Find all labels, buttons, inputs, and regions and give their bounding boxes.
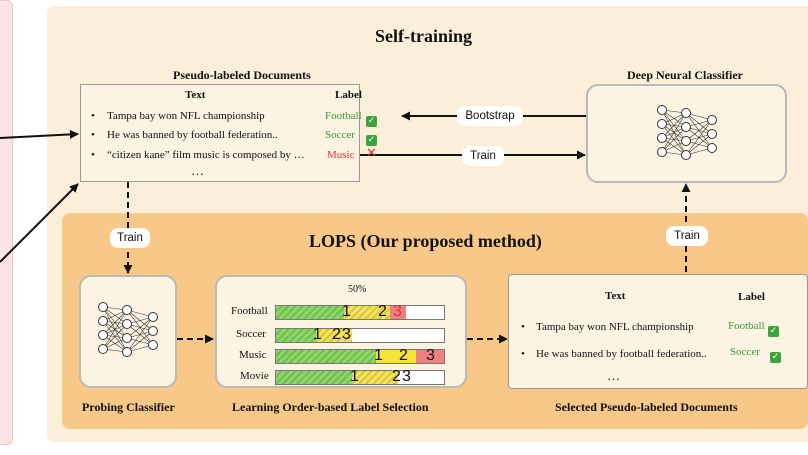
- bar-segment-learned: [276, 329, 316, 342]
- learning-order-caption: Learning Order-based Label Selection: [232, 400, 429, 414]
- pseudo-docs-col-text: Text: [185, 89, 206, 101]
- order-mark: 2: [332, 326, 341, 343]
- bar-segment-partial: [316, 329, 352, 342]
- cross-mark-icon: ✕: [366, 146, 377, 161]
- bootstrap-label: Bootstrap: [457, 106, 523, 126]
- order-mark: 1: [342, 303, 351, 320]
- probing-classifier-box: [79, 275, 177, 388]
- train-label-down: Train: [110, 228, 150, 248]
- bar-segment-partial: [352, 371, 398, 384]
- order-mark: 3: [342, 326, 351, 343]
- deep-classifier-heading: Deep Neural Classifier: [627, 68, 743, 82]
- train-label-up: Train: [666, 226, 708, 246]
- probing-classifier-caption: Probing Classifier: [82, 400, 175, 414]
- pseudo-docs-ellipsis: …: [191, 163, 204, 178]
- pseudo-docs-heading: Pseudo-labeled Documents: [173, 68, 311, 82]
- order-bar-soccer: 1 2 3: [275, 326, 445, 343]
- order-mark: 1: [374, 347, 383, 364]
- selected-docs-box: Text Label • Tampa bay won NFL champions…: [508, 274, 808, 389]
- bar-segment-late: [390, 306, 406, 319]
- self-training-title: Self-training: [375, 26, 472, 46]
- check-mark-icon: ✓: [770, 351, 781, 363]
- bar-segment-partial: [376, 350, 416, 363]
- selected-doc-bullet: •: [521, 321, 525, 333]
- order-row-label-soccer: Soccer: [236, 328, 266, 340]
- lops-title: LOPS (Our proposed method): [309, 231, 542, 251]
- bar-segment-learned: [276, 371, 352, 384]
- order-mark: 2: [392, 368, 401, 385]
- order-row-label-football: Football: [231, 305, 268, 317]
- pseudo-doc-bullet: •: [91, 110, 95, 122]
- pseudo-doc-label-1: Football: [325, 110, 362, 122]
- left-context-panel: [0, 0, 13, 445]
- bar-segment-late: [416, 350, 444, 363]
- pseudo-docs-box: Text Label • Tampa bay won NFL champions…: [80, 84, 377, 182]
- check-mark-icon: ✓: [366, 115, 377, 127]
- selected-doc-label-2: Soccer: [730, 346, 760, 358]
- order-row-label-music: Music: [239, 349, 267, 361]
- order-row-label-movie: Movie: [240, 370, 269, 382]
- order-mark: 3: [402, 368, 411, 385]
- threshold-label: 50%: [348, 284, 367, 295]
- train-label-right: Train: [462, 146, 504, 166]
- pseudo-doc-label-3: Music: [327, 149, 355, 161]
- selected-doc-text-2: He was banned by football federation..: [536, 348, 707, 360]
- selected-docs-ellipsis: …: [607, 368, 620, 383]
- selected-doc-label-1: Football: [728, 320, 765, 332]
- selected-doc-bullet: •: [521, 348, 525, 360]
- bar-segment-learned: [276, 306, 344, 319]
- bar-segment-learned: [276, 350, 376, 363]
- order-mark: 2: [378, 303, 387, 320]
- pseudo-doc-bullet: •: [91, 129, 95, 141]
- selected-docs-col-text: Text: [605, 290, 626, 302]
- order-mark: 1: [350, 368, 359, 385]
- selected-docs-col-label: Label: [738, 291, 765, 303]
- order-bar-music: 1 2 3: [275, 347, 445, 364]
- check-mark-icon: ✓: [768, 325, 779, 337]
- incoming-arrow-1: [0, 129, 79, 139]
- pseudo-doc-bullet: •: [91, 149, 95, 161]
- order-mark: 1: [313, 326, 322, 343]
- order-mark: 2: [399, 347, 408, 364]
- order-mark: 3: [426, 347, 435, 364]
- pseudo-doc-label-2: Soccer: [325, 129, 355, 141]
- pseudo-doc-text-1: Tampa bay won NFL championship: [107, 110, 265, 122]
- pseudo-doc-text-2: He was banned by football federation..: [107, 129, 278, 141]
- incoming-arrow-2: [0, 183, 79, 263]
- neural-network-icon: [98, 302, 158, 357]
- deep-classifier-box: [586, 84, 787, 183]
- bar-segment-partial: [344, 306, 390, 319]
- order-bar-movie: 1 2 3: [275, 368, 445, 385]
- order-bar-football: 1 2 3: [275, 303, 445, 320]
- selected-doc-text-1: Tampa bay won NFL championship: [536, 321, 694, 333]
- pseudo-docs-col-label: Label: [335, 89, 362, 101]
- order-mark: 3: [393, 303, 402, 320]
- neural-network-icon: [657, 105, 717, 160]
- selected-docs-caption: Selected Pseudo-labeled Documents: [555, 400, 738, 414]
- pseudo-doc-text-3: “citizen kane” film music is composed by…: [107, 149, 305, 161]
- check-mark-icon: ✓: [366, 134, 377, 146]
